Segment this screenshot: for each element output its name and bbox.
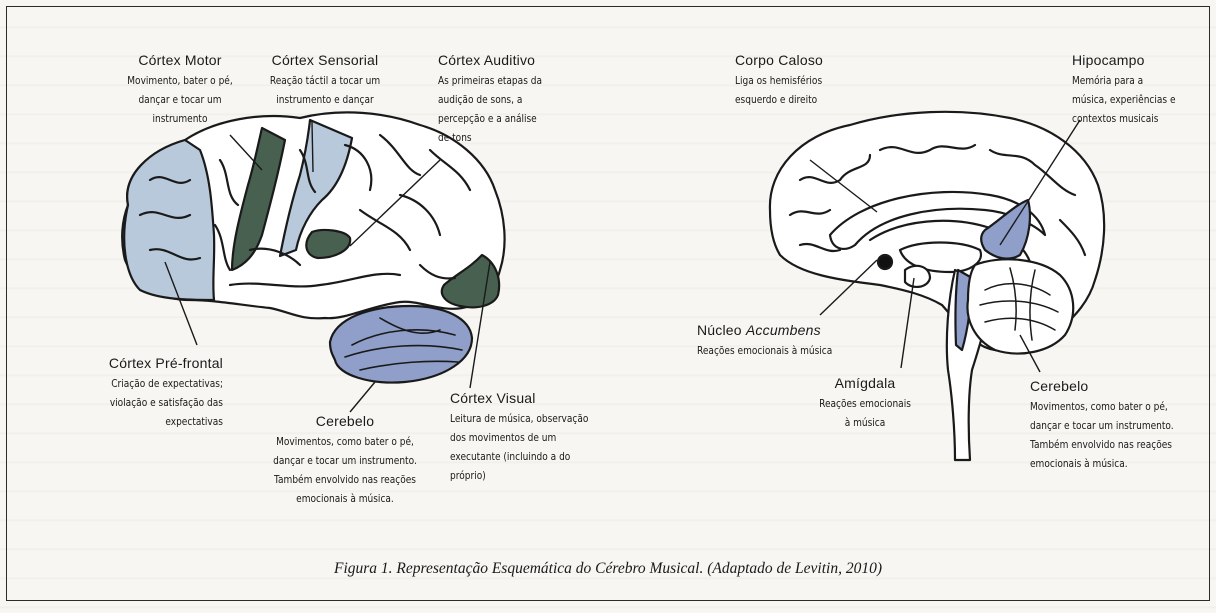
amygdala-desc-1: Reações emocionais	[812, 395, 919, 412]
cerebellum-left-desc-1: Movimentos, como bater o pé,	[263, 433, 427, 450]
cerebellum-left-desc-3: Também envolvido nas reações	[263, 471, 427, 488]
prefrontal-cortex-desc-3: expectativas	[88, 413, 223, 430]
prefrontal-cortex-desc-1: Criação de expectativas;	[88, 375, 223, 392]
label-sensory-cortex: Córtex Sensorial Reação táctil a tocar u…	[250, 52, 400, 108]
cerebellum-right-title: Cerebelo	[1030, 378, 1212, 396]
label-motor-cortex: Córtex Motor Movimento, bater o pé, danç…	[110, 52, 250, 127]
auditory-cortex-title: Córtex Auditivo	[438, 52, 598, 70]
amygdala-shape	[905, 266, 930, 287]
visual-cortex-desc-4: próprio)	[450, 467, 606, 484]
nucleus-accumbens-title-italic: Accumbens	[746, 322, 821, 338]
lateral-brain	[122, 112, 504, 382]
visual-cortex-desc-1: Leitura de música, observação	[450, 410, 606, 427]
sensory-cortex-title: Córtex Sensorial	[250, 52, 400, 70]
prefrontal-cortex-title: Córtex Pré-frontal	[58, 355, 223, 373]
visual-cortex-title: Córtex Visual	[450, 390, 640, 408]
label-auditory-cortex: Córtex Auditivo As primeiras etapas da a…	[438, 52, 598, 146]
auditory-cortex-desc-3: percepção e a análise	[438, 110, 569, 127]
motor-cortex-desc-1: Movimento, bater o pé,	[123, 72, 238, 89]
lateral-cerebellum	[330, 306, 472, 383]
label-prefrontal-cortex: Córtex Pré-frontal Criação de expectativ…	[58, 355, 223, 430]
label-amygdala: Amígdala Reações emocionais à música	[800, 375, 930, 431]
amygdala-desc-2: à música	[812, 414, 919, 431]
sagittal-cerebellum	[967, 259, 1073, 353]
motor-cortex-title: Córtex Motor	[110, 52, 250, 70]
label-cerebellum-right: Cerebelo Movimentos, como bater o pé, da…	[1030, 378, 1212, 472]
amygdala-title: Amígdala	[800, 375, 930, 393]
visual-cortex-desc-3: executante (incluindo a do	[450, 448, 606, 465]
sensory-cortex-desc-2: instrumento e dançar	[264, 91, 387, 108]
cerebellum-right-desc-1: Movimentos, como bater o pé,	[1030, 398, 1179, 415]
cerebellum-right-desc-3: Também envolvido nas reações	[1030, 436, 1179, 453]
visual-cortex-desc-2: dos movimentos de um	[450, 429, 606, 446]
label-hippocampus: Hipocampo Memória para a música, experiê…	[1072, 52, 1212, 127]
label-nucleus-accumbens: Núcleo Accumbens Reações emocionais à mú…	[697, 322, 897, 359]
nucleus-accumbens-title: Núcleo Accumbens	[697, 322, 897, 340]
cerebellum-left-desc-2: dançar e tocar um instrumento.	[263, 452, 427, 469]
cerebellum-left-title: Cerebelo	[245, 413, 445, 431]
prefrontal-region	[124, 140, 214, 300]
hippocampus-desc-2: música, experiências e	[1072, 91, 1187, 108]
motor-cortex-desc-2: dançar e tocar um	[123, 91, 238, 108]
label-corpus-callosum: Corpo Caloso Liga os hemisférios esquerd…	[735, 52, 895, 108]
label-visual-cortex: Córtex Visual Leitura de música, observa…	[450, 390, 640, 484]
hippocampus-title: Hipocampo	[1072, 52, 1212, 70]
auditory-cortex-desc-2: audição de sons, a	[438, 91, 569, 108]
nucleus-accumbens-dot	[878, 255, 892, 269]
corpus-callosum-desc-1: Liga os hemisférios	[735, 72, 866, 89]
auditory-cortex-desc-4: de tons	[438, 129, 569, 146]
cerebellum-right-desc-4: emocionais à música.	[1030, 455, 1179, 472]
cerebellum-left-desc-4: emocionais à música.	[263, 490, 427, 507]
corpus-callosum-desc-2: esquerdo e direito	[735, 91, 866, 108]
hippocampus-desc-3: contextos musicais	[1072, 110, 1187, 127]
label-cerebellum-left: Cerebelo Movimentos, como bater o pé, da…	[245, 413, 445, 507]
motor-cortex-desc-3: instrumento	[123, 110, 238, 127]
nucleus-accumbens-title-plain: Núcleo	[697, 322, 746, 338]
prefrontal-cortex-desc-2: violação e satisfação das	[88, 394, 223, 411]
auditory-cortex-desc-1: As primeiras etapas da	[438, 72, 569, 89]
nucleus-accumbens-desc-1: Reações emocionais à música	[697, 342, 861, 359]
hippocampus-desc-1: Memória para a	[1072, 72, 1187, 89]
figure-caption: Figura 1. Representação Esquemática do C…	[0, 560, 1216, 578]
cerebellum-right-desc-2: dançar e tocar um instrumento.	[1030, 417, 1179, 434]
corpus-callosum-title: Corpo Caloso	[735, 52, 895, 70]
sensory-cortex-desc-1: Reação táctil a tocar um	[264, 72, 387, 89]
